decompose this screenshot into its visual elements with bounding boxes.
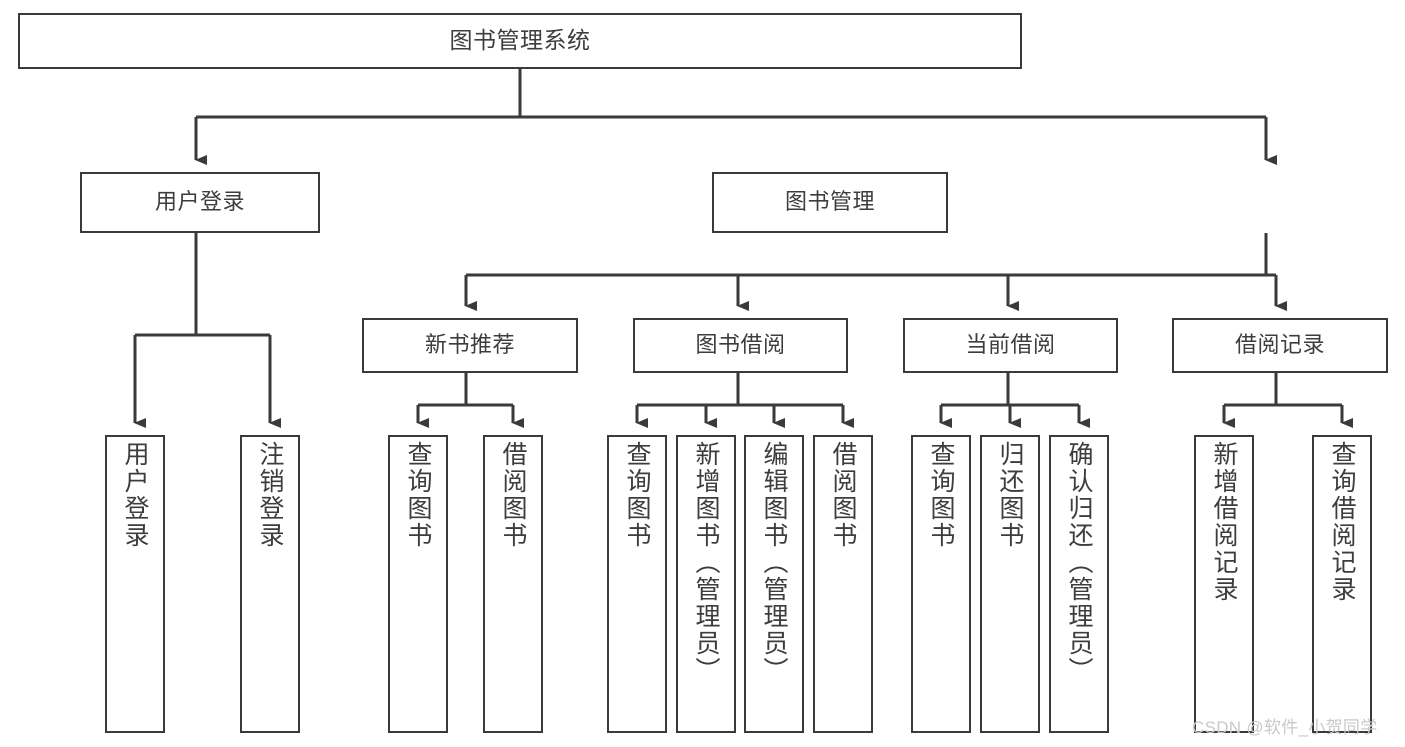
leaf-recommend-borrow-book[interactable]: 借阅图书 [483,435,543,733]
leaf-current-query-book[interactable]: 查询图书 [911,435,971,733]
node-book-borrow-label: 图书借阅 [695,332,786,358]
node-borrow-record[interactable]: 借阅记录 [1172,318,1388,373]
node-user-login[interactable]: 用户登录 [80,172,320,233]
leaf-borrow-add-book-label: 新增图书（管理员） [692,441,720,684]
leaf-current-query-book-label: 查询图书 [927,441,955,549]
leaf-recommend-query-book-label: 查询图书 [404,441,432,549]
leaf-recommend-borrow-book-label: 借阅图书 [499,441,527,549]
node-book-management-label: 图书管理 [784,189,875,215]
node-book-management[interactable]: 图书管理 [712,172,948,233]
node-current-borrow[interactable]: 当前借阅 [903,318,1118,373]
leaf-current-return-book[interactable]: 归还图书 [980,435,1040,733]
node-user-login-label: 用户登录 [154,189,245,215]
node-new-book-recommend-label: 新书推荐 [424,332,515,358]
node-current-borrow-label: 当前借阅 [965,332,1056,358]
leaf-borrow-add-book[interactable]: 新增图书（管理员） [676,435,736,733]
leaf-current-confirm-return[interactable]: 确认归还（管理员） [1049,435,1109,733]
node-root-label: 图书管理系统 [449,27,591,54]
node-new-book-recommend[interactable]: 新书推荐 [362,318,578,373]
leaf-borrow-query-book[interactable]: 查询图书 [607,435,667,733]
leaf-borrow-query-book-label: 查询图书 [623,441,651,549]
leaf-recommend-query-book[interactable]: 查询图书 [388,435,448,733]
leaf-user-login-signout-label: 注销登录 [256,441,284,549]
csdn-watermark: CSDN @软件_小贺同学 [1192,718,1378,737]
leaf-current-confirm-return-label: 确认归还（管理员） [1065,441,1093,684]
node-book-borrow[interactable]: 图书借阅 [633,318,848,373]
leaf-borrow-borrow-book-label: 借阅图书 [829,441,857,549]
leaf-user-login-signin[interactable]: 用户登录 [105,435,165,733]
leaf-borrow-edit-book[interactable]: 编辑图书（管理员） [744,435,804,733]
leaf-record-query-record-label: 查询借阅记录 [1328,441,1356,603]
node-root[interactable]: 图书管理系统 [18,13,1022,69]
leaf-record-add-record[interactable]: 新增借阅记录 [1194,435,1254,733]
leaf-current-return-book-label: 归还图书 [996,441,1024,549]
node-borrow-record-label: 借阅记录 [1234,332,1325,358]
leaf-borrow-edit-book-label: 编辑图书（管理员） [760,441,788,684]
leaf-record-add-record-label: 新增借阅记录 [1210,441,1238,603]
leaf-record-query-record[interactable]: 查询借阅记录 [1312,435,1372,733]
leaf-borrow-borrow-book[interactable]: 借阅图书 [813,435,873,733]
leaf-user-login-signout[interactable]: 注销登录 [240,435,300,733]
leaf-user-login-signin-label: 用户登录 [121,441,149,549]
